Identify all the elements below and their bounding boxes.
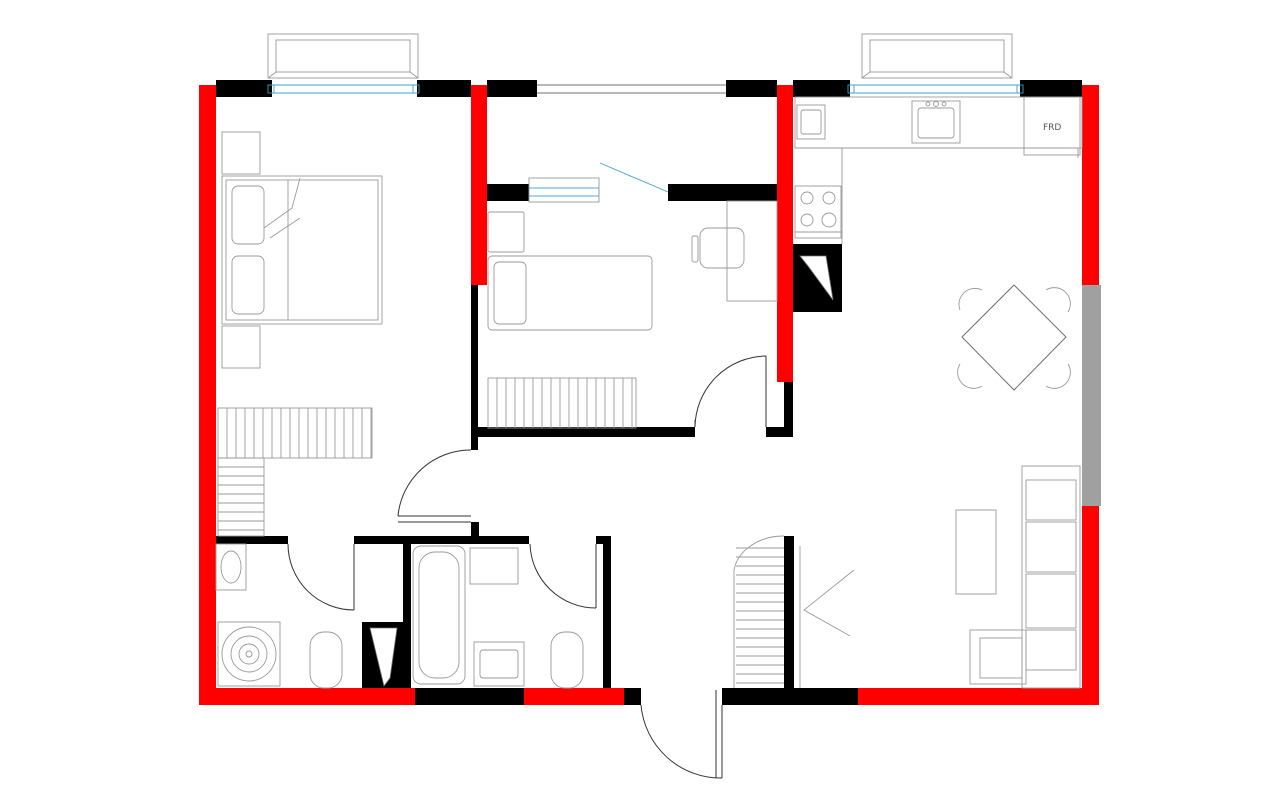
washbasin-middle: [473, 641, 525, 687]
wall-top-1: [216, 80, 272, 97]
wall-wc-east: [603, 536, 611, 688]
wall-top-2: [417, 80, 471, 97]
kitchen-sink-small: [796, 104, 826, 140]
exterior-wall-south-left: [199, 688, 415, 705]
washbasin-left: [215, 543, 247, 591]
kitchen-furniture: FRD: [794, 96, 1083, 244]
stove: [794, 185, 842, 239]
bathroom-fixtures: [215, 543, 584, 689]
single-bed: [487, 255, 653, 331]
wall-hall-stub: [471, 522, 479, 536]
wall-study-closet-right: [668, 184, 777, 201]
nightstand-2: [221, 325, 261, 369]
wardrobe-study: [487, 377, 637, 429]
exterior-wall-east-lower: [1082, 506, 1099, 705]
bedroom-furniture: [217, 131, 383, 537]
bed-pillow: [493, 261, 527, 325]
side-table: [487, 211, 525, 253]
wall-south-black-3: [722, 688, 858, 705]
wall-top-5: [793, 80, 850, 97]
windows: [267, 33, 1024, 203]
wall-study-south: [471, 427, 695, 437]
glazed-panel-east: [1082, 285, 1101, 506]
stairs-entrance: [733, 535, 855, 688]
shaft-bathroom-inner: [369, 627, 398, 687]
chair: [699, 227, 745, 269]
dining-table: [957, 284, 1071, 391]
nightstand-1: [221, 131, 261, 175]
wall-top-6: [1020, 80, 1082, 97]
utility-shafts: [362, 244, 842, 688]
door-bathroom-2: [529, 543, 597, 609]
wall-top-3: [487, 80, 537, 97]
fridge: [1023, 96, 1081, 156]
shower-tray: [217, 621, 281, 687]
window-kitchen: [847, 33, 1024, 94]
toilet-left: [309, 631, 343, 689]
wall-study-closet-left: [487, 184, 529, 201]
wall-study-door-jamb: [766, 427, 793, 437]
interior-wall-study-kitchen: [777, 85, 793, 382]
coffee-table: [955, 509, 997, 595]
kitchen-sink: [911, 100, 961, 144]
study-furniture: [487, 200, 778, 429]
wall-bath-divider-1: [403, 536, 411, 688]
kitchen-counter: [794, 96, 1083, 149]
wall-bath-north-1: [216, 536, 288, 544]
interior-wall-bedroom-study: [471, 85, 487, 285]
window-bedroom: [267, 33, 420, 94]
window-study: [537, 84, 726, 94]
wall-south-black-2: [624, 688, 641, 705]
closet-slider-study: [528, 162, 669, 203]
pillow-1: [231, 185, 265, 245]
wardrobe-bedroom: [217, 407, 373, 459]
door-hall-bedroom: [397, 449, 472, 523]
interior-walls: [216, 80, 1082, 705]
shaft-kitchen-inner: [799, 255, 834, 301]
wall-south-black-1: [415, 688, 524, 705]
door-entrance: [640, 690, 723, 779]
door-study: [694, 355, 767, 428]
toilet-right: [550, 631, 584, 689]
bathtub: [412, 545, 466, 685]
living-furniture: [955, 284, 1081, 689]
exterior-wall-east-upper: [1082, 85, 1099, 285]
exterior-walls: [199, 85, 1099, 705]
sofa: [969, 465, 1081, 689]
wardrobe-bedroom-2: [217, 457, 265, 537]
exterior-wall-south-mid: [524, 688, 624, 705]
exterior-wall-west: [199, 85, 216, 705]
wall-bath-north-2: [354, 536, 529, 544]
wall-stair-divider: [784, 536, 794, 688]
wall-top-4: [726, 80, 777, 97]
laundry: [469, 547, 519, 585]
double-bed: [221, 175, 383, 325]
fridge-label: FRD: [1043, 123, 1061, 133]
desk: [726, 200, 778, 302]
wall-study-west: [471, 285, 478, 450]
doors: [287, 355, 767, 779]
pillow-2: [231, 255, 265, 315]
exterior-wall-south-right: [858, 688, 1099, 705]
door-bathroom-1: [287, 543, 355, 611]
wall-study-east-lower: [784, 382, 793, 437]
